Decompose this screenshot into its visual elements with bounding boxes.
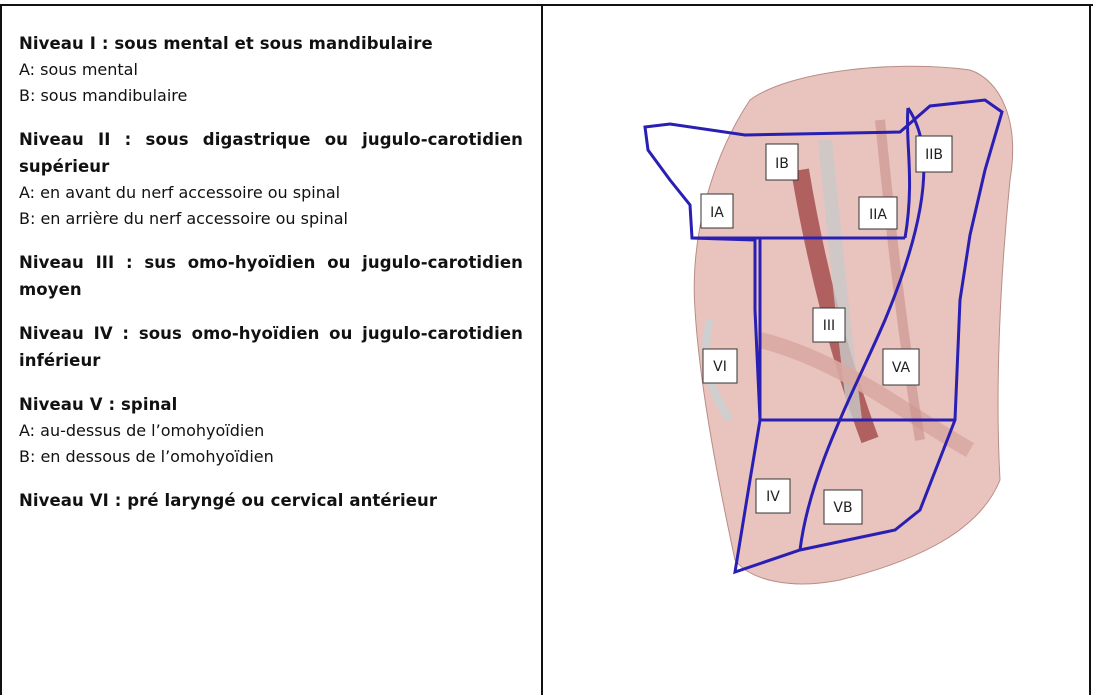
table-border-top	[0, 4, 1093, 6]
level-title: Niveau VI : pré laryngé ou cervical anté…	[19, 487, 523, 514]
zone-label-ia: IA	[710, 205, 724, 221]
levels-list: Niveau I : sous mental et sous mandibula…	[19, 30, 523, 531]
zone-label-iii: III	[823, 318, 835, 334]
table-border-left	[0, 4, 2, 695]
level-item: A: sous mental	[19, 57, 523, 83]
level-item: A: au-dessus de l’omohyoïdien	[19, 418, 523, 444]
level-item: B: sous mandibulaire	[19, 83, 523, 109]
zone-label-iib: IIB	[925, 147, 943, 163]
level-1: Niveau I : sous mental et sous mandibula…	[19, 30, 523, 109]
level-title: Niveau IV : sous omo-hyoïdien ou jugulo-…	[19, 320, 523, 374]
zone-label-va: VA	[892, 360, 911, 376]
level-3: Niveau III : sus omo-hyoïdien ou jugulo-…	[19, 249, 523, 303]
column-divider	[541, 4, 543, 695]
level-title: Niveau I : sous mental et sous mandibula…	[19, 30, 523, 57]
zone-label-vi: VI	[713, 359, 727, 375]
level-6: Niveau VI : pré laryngé ou cervical anté…	[19, 487, 523, 514]
level-title: Niveau II : sous digastrique ou jugulo-c…	[19, 126, 523, 180]
level-5: Niveau V : spinal A: au-dessus de l’omoh…	[19, 391, 523, 470]
zone-label-iv: IV	[766, 489, 780, 505]
table-border-right	[1089, 4, 1091, 695]
level-title: Niveau V : spinal	[19, 391, 523, 418]
level-item: B: en dessous de l’omohyoïdien	[19, 444, 523, 470]
zone-label-iia: IIA	[869, 207, 887, 223]
level-item: A: en avant du nerf accessoire ou spinal	[19, 180, 523, 206]
level-2: Niveau II : sous digastrique ou jugulo-c…	[19, 126, 523, 232]
level-title: Niveau III : sus omo-hyoïdien ou jugulo-…	[19, 249, 523, 303]
level-4: Niveau IV : sous omo-hyoïdien ou jugulo-…	[19, 320, 523, 374]
zone-label-vb: VB	[833, 500, 852, 516]
neck-levels-illustration: IB IA IIA IIB III VI VA IV VB	[640, 60, 1030, 620]
zone-label-ib: IB	[775, 156, 789, 172]
level-item: B: en arrière du nerf accessoire ou spin…	[19, 206, 523, 232]
